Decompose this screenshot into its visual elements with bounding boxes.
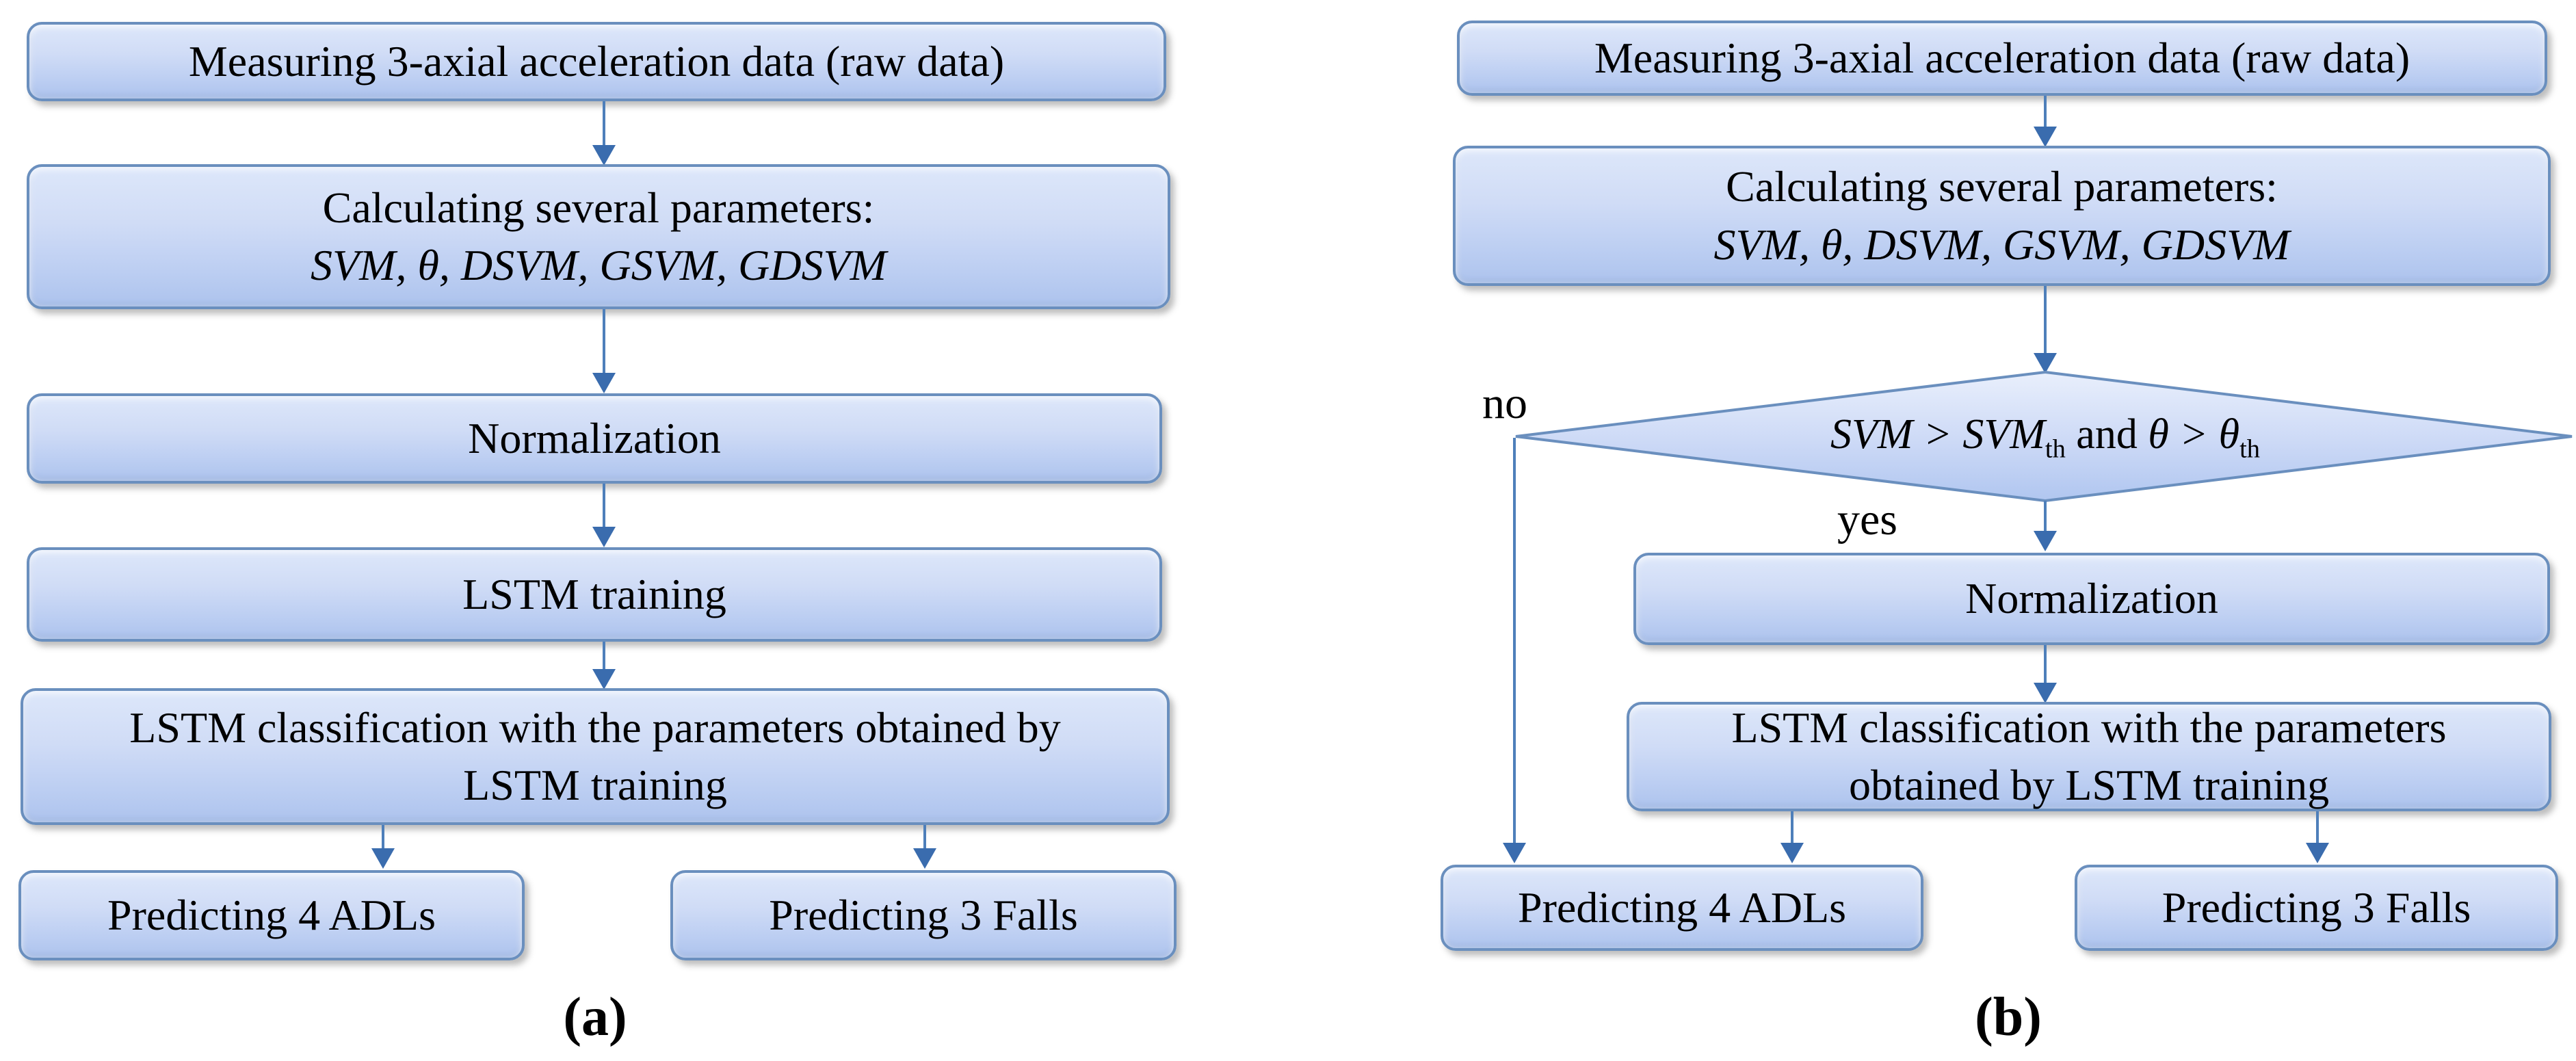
b-decision-lhs: SVM > SVM	[1830, 411, 2045, 458]
b-measure-box: Measuring 3-axial acceleration data (raw…	[1457, 21, 2547, 96]
a-measure-box: Measuring 3-axial acceleration data (raw…	[27, 22, 1166, 101]
a-normalization-text: Normalization	[468, 413, 721, 462]
b-arrow-classification-to-adls-head	[1780, 843, 1804, 863]
b-branch-no-label: no	[1482, 378, 1527, 428]
b-arrow-classification-to-falls-head	[2306, 843, 2329, 863]
b-arrow-measure-to-calc-line	[2044, 96, 2047, 127]
a-measure-text: Measuring 3-axial acceleration data (raw…	[188, 36, 1005, 86]
a-arrow-training-to-classification-line	[603, 642, 605, 669]
b-arrow-decision-to-normalization-line	[2044, 501, 2047, 531]
a-arrow-measure-to-calc-head	[592, 145, 616, 166]
b-arrow-classification-to-adls-line	[1791, 811, 1793, 843]
a-calc-text-line2: SVM, θ, DSVM, GSVM, GDSVM	[311, 241, 886, 289]
a-predict-adls-text: Predicting 4 ADLs	[107, 890, 436, 939]
b-arrow-normalization-to-classification-head	[2034, 683, 2057, 703]
panel-b-label: (b)	[1975, 987, 2042, 1047]
b-no-branch-head	[1503, 843, 1526, 863]
b-arrow-normalization-to-classification-line	[2044, 645, 2047, 683]
b-predict-falls-box: Predicting 3 Falls	[2075, 865, 2558, 951]
a-calc-box: Calculating several parameters: SVM, θ, …	[27, 164, 1170, 309]
b-predict-adls-box: Predicting 4 ADLs	[1441, 865, 1923, 951]
b-normalization-text: Normalization	[1965, 574, 2218, 623]
b-classification-text-line1: LSTM classification with the parameters	[1731, 703, 2447, 752]
a-classification-box: LSTM classification with the parameters …	[21, 688, 1170, 825]
b-decision-rhs: θ > θ	[2148, 411, 2240, 458]
b-calc-text-line2: SVM, θ, DSVM, GSVM, GDSVM	[1713, 220, 2290, 269]
b-arrow-measure-to-calc-head	[2034, 127, 2057, 147]
b-arrow-calc-to-decision-line	[2044, 286, 2047, 353]
a-predict-falls-text: Predicting 3 Falls	[769, 890, 1078, 939]
b-predict-adls-text: Predicting 4 ADLs	[1518, 882, 1846, 932]
a-arrow-training-to-classification-head	[592, 669, 616, 690]
b-arrow-classification-to-falls-line	[2316, 811, 2319, 843]
a-arrow-calc-to-normalization-line	[603, 309, 605, 373]
b-no-branch-line	[1513, 438, 1516, 843]
b-classification-box: LSTM classification with the parameters …	[1627, 702, 2551, 811]
a-predict-falls-box: Predicting 3 Falls	[670, 870, 1177, 960]
b-decision-condition: SVM > SVMth and θ > θth	[1642, 410, 2449, 464]
b-measure-text: Measuring 3-axial acceleration data (raw…	[1594, 33, 2410, 82]
b-normalization-box: Normalization	[1633, 553, 2550, 645]
b-arrow-calc-to-decision-head	[2034, 353, 2057, 374]
a-normalization-box: Normalization	[27, 393, 1162, 484]
a-arrow-classification-to-adls-head	[371, 848, 395, 869]
a-classification-text-line2: LSTM training	[463, 761, 727, 809]
b-classification-text-line2: obtained by LSTM training	[1848, 761, 2330, 809]
a-predict-adls-box: Predicting 4 ADLs	[18, 870, 525, 960]
a-arrow-calc-to-normalization-head	[592, 373, 616, 393]
b-decision-rhs-subscript: th	[2239, 434, 2260, 464]
b-calc-text-line1: Calculating several parameters:	[1726, 162, 2278, 211]
b-decision-conjunction: and	[2065, 411, 2148, 458]
a-training-text: LSTM training	[462, 569, 726, 618]
a-classification-text-line1: LSTM classification with the parameters …	[129, 703, 1061, 752]
b-calc-box: Calculating several parameters: SVM, θ, …	[1453, 146, 2551, 286]
a-training-box: LSTM training	[27, 547, 1162, 642]
a-arrow-normalization-to-training-head	[592, 527, 616, 547]
a-arrow-normalization-to-training-line	[603, 484, 605, 527]
a-arrow-classification-to-falls-line	[923, 825, 926, 848]
a-arrow-measure-to-calc-line	[603, 101, 605, 145]
a-arrow-classification-to-adls-line	[382, 825, 384, 848]
panel-a-label: (a)	[563, 987, 627, 1047]
b-branch-yes-label: yes	[1837, 495, 1897, 545]
a-arrow-classification-to-falls-head	[913, 848, 936, 869]
b-predict-falls-text: Predicting 3 Falls	[2161, 882, 2471, 932]
a-calc-text-line1: Calculating several parameters:	[322, 183, 875, 232]
b-decision-lhs-subscript: th	[2045, 434, 2066, 464]
b-arrow-decision-to-normalization-head	[2034, 531, 2057, 551]
